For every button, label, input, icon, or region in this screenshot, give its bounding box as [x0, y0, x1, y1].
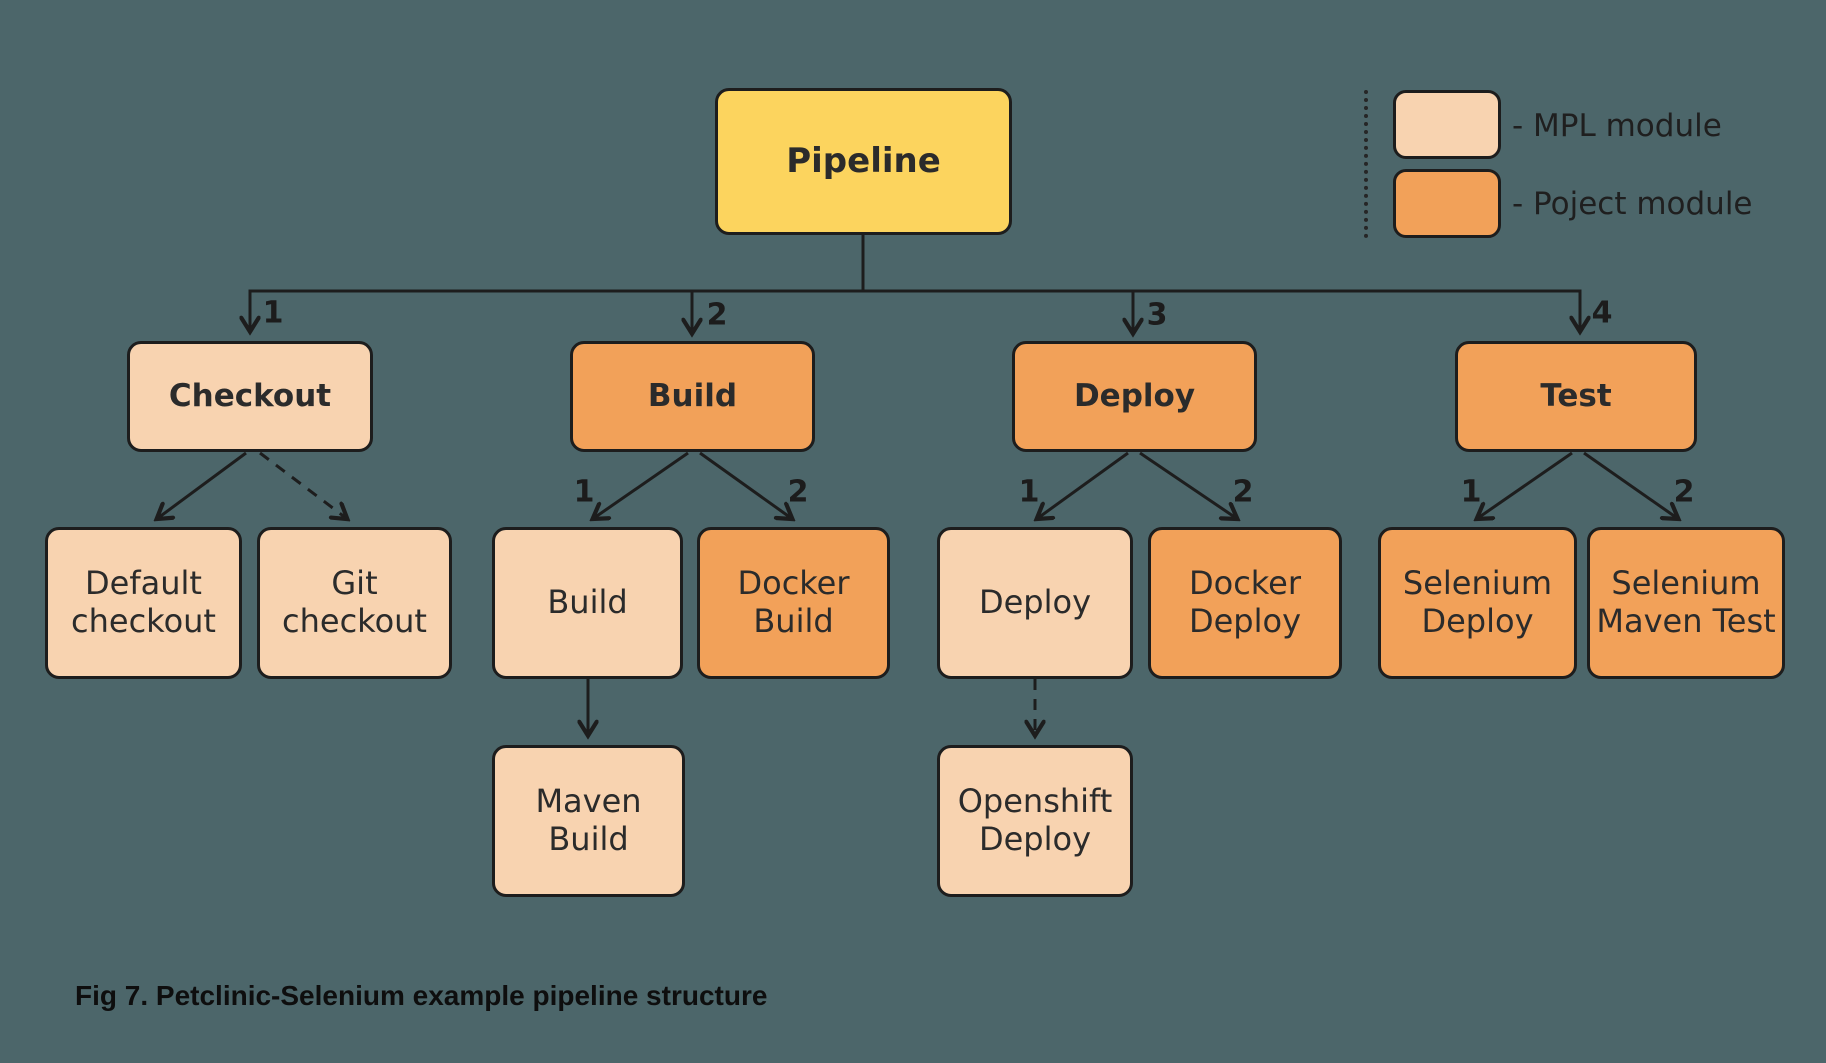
legend-label-mpl: - MPL module [1512, 108, 1722, 144]
legend-dotted-line [1364, 90, 1368, 238]
edge-num-build: 2 [706, 297, 728, 333]
node-selenium-maven-test-label: Selenium Maven Test [1596, 564, 1776, 640]
edge-deploy-docker [1139, 451, 1236, 518]
node-pipeline-label: Pipeline [786, 141, 941, 182]
node-test: Test [1455, 341, 1697, 452]
edge-num-test-2: 2 [1673, 474, 1695, 510]
node-build: Build [570, 341, 815, 452]
node-build-step-label: Build [547, 583, 628, 622]
node-checkout-label: Checkout [168, 378, 332, 415]
node-docker-deploy: Docker Deploy [1148, 527, 1342, 679]
edge-num-build-2: 2 [787, 474, 809, 510]
node-docker-build: Docker Build [697, 527, 890, 679]
edge-checkout-default [158, 451, 247, 518]
node-git-checkout: Git checkout [257, 527, 452, 679]
node-deploy-step: Deploy [937, 527, 1133, 679]
edge-num-deploy-2: 2 [1232, 474, 1254, 510]
node-default-checkout: Default checkout [45, 527, 242, 679]
legend-swatch-mpl [1393, 90, 1501, 159]
edge-num-build-1: 1 [573, 474, 595, 510]
node-docker-build-label: Docker Build [737, 564, 850, 640]
node-build-label: Build [647, 378, 738, 415]
node-maven-build: Maven Build [492, 745, 685, 897]
edge-num-test: 4 [1591, 295, 1613, 331]
node-selenium-deploy-label: Selenium Deploy [1402, 564, 1553, 640]
legend-swatch-project [1393, 169, 1501, 238]
node-deploy-step-label: Deploy [978, 583, 1092, 622]
edge-num-test-1: 1 [1460, 474, 1482, 510]
node-maven-build-label: Maven Build [535, 782, 642, 858]
edge-checkout-git [259, 451, 346, 518]
node-test-label: Test [1540, 378, 1612, 415]
node-default-checkout-label: Default checkout [71, 564, 216, 640]
edge-num-checkout: 1 [262, 295, 284, 331]
node-deploy: Deploy [1012, 341, 1257, 452]
edge-test-selenium-maven [1583, 451, 1677, 518]
edge-build-docker [699, 451, 791, 518]
node-pipeline: Pipeline [715, 88, 1012, 235]
node-selenium-maven-test: Selenium Maven Test [1587, 527, 1785, 679]
figure-caption: Fig 7. Petclinic-Selenium example pipeli… [75, 980, 768, 1011]
node-git-checkout-label: Git checkout [282, 564, 427, 640]
node-checkout: Checkout [127, 341, 373, 452]
edge-deploy-deploy [1038, 451, 1129, 518]
node-openshift-deploy-label: Openshift Deploy [957, 782, 1113, 858]
edge-build-build [594, 451, 689, 518]
edge-test-selenium-deploy [1478, 451, 1573, 518]
node-build-step: Build [492, 527, 683, 679]
node-docker-deploy-label: Docker Deploy [1188, 564, 1302, 640]
node-selenium-deploy: Selenium Deploy [1378, 527, 1577, 679]
node-deploy-label: Deploy [1073, 378, 1196, 415]
legend-label-project: - Poject module [1512, 186, 1753, 222]
node-openshift-deploy: Openshift Deploy [937, 745, 1133, 897]
edge-num-deploy: 3 [1146, 297, 1168, 333]
edge-num-deploy-1: 1 [1018, 474, 1040, 510]
